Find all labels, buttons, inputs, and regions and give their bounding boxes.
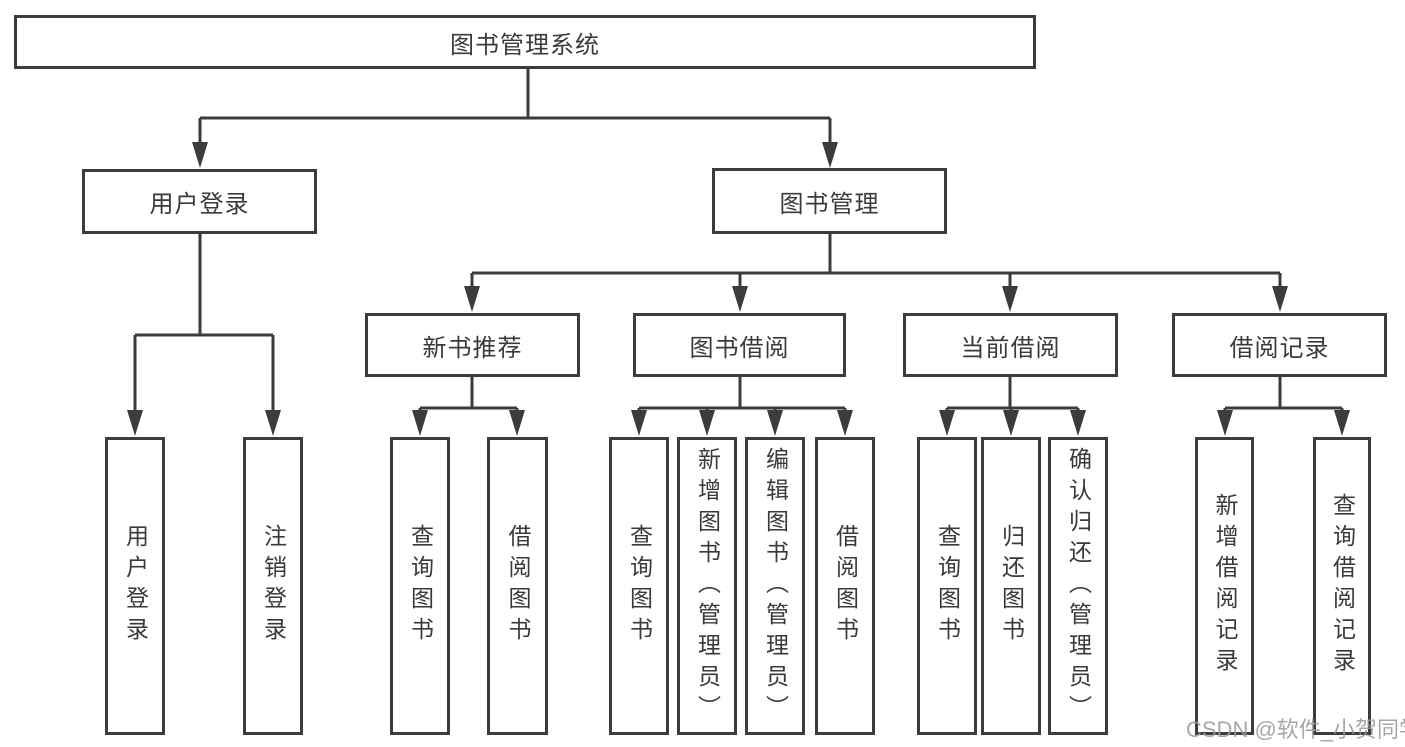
node-new-book-recommendation: 新书推荐	[365, 313, 580, 377]
leaf-add-borrow-record: 新增借阅记录	[1195, 437, 1254, 735]
arrowheads	[127, 142, 1350, 436]
node-user-login-branch: 用户登录	[82, 169, 317, 234]
leaf-edit-book-admin: 编辑图书（管理员）	[745, 437, 805, 735]
leaf-query-books-borrowing: 查询图书	[609, 437, 669, 735]
node-book-borrowing: 图书借阅	[633, 313, 846, 377]
leaf-query-books-recommend: 查询图书	[390, 437, 450, 735]
leaf-logout: 注销登录	[243, 437, 303, 735]
node-book-management: 图书管理	[712, 168, 947, 234]
leaf-borrow-books-recommend: 借阅图书	[487, 437, 548, 735]
csdn-watermark: CSDN @软件_小贺同学	[1186, 717, 1405, 742]
leaf-query-books-current: 查询图书	[917, 437, 977, 735]
leaf-query-borrow-record: 查询借阅记录	[1313, 437, 1371, 735]
node-current-borrowing: 当前借阅	[903, 313, 1118, 377]
leaf-confirm-return-admin: 确认归还（管理员）	[1048, 437, 1108, 735]
leaf-add-book-admin: 新增图书（管理员）	[677, 437, 737, 735]
leaf-borrow-books-borrowing: 借阅图书	[815, 437, 875, 735]
leaf-user-login: 用户登录	[105, 437, 165, 735]
leaf-return-books: 归还图书	[981, 437, 1041, 735]
node-library-management-system: 图书管理系统	[14, 15, 1036, 69]
node-borrowing-records: 借阅记录	[1172, 313, 1387, 377]
